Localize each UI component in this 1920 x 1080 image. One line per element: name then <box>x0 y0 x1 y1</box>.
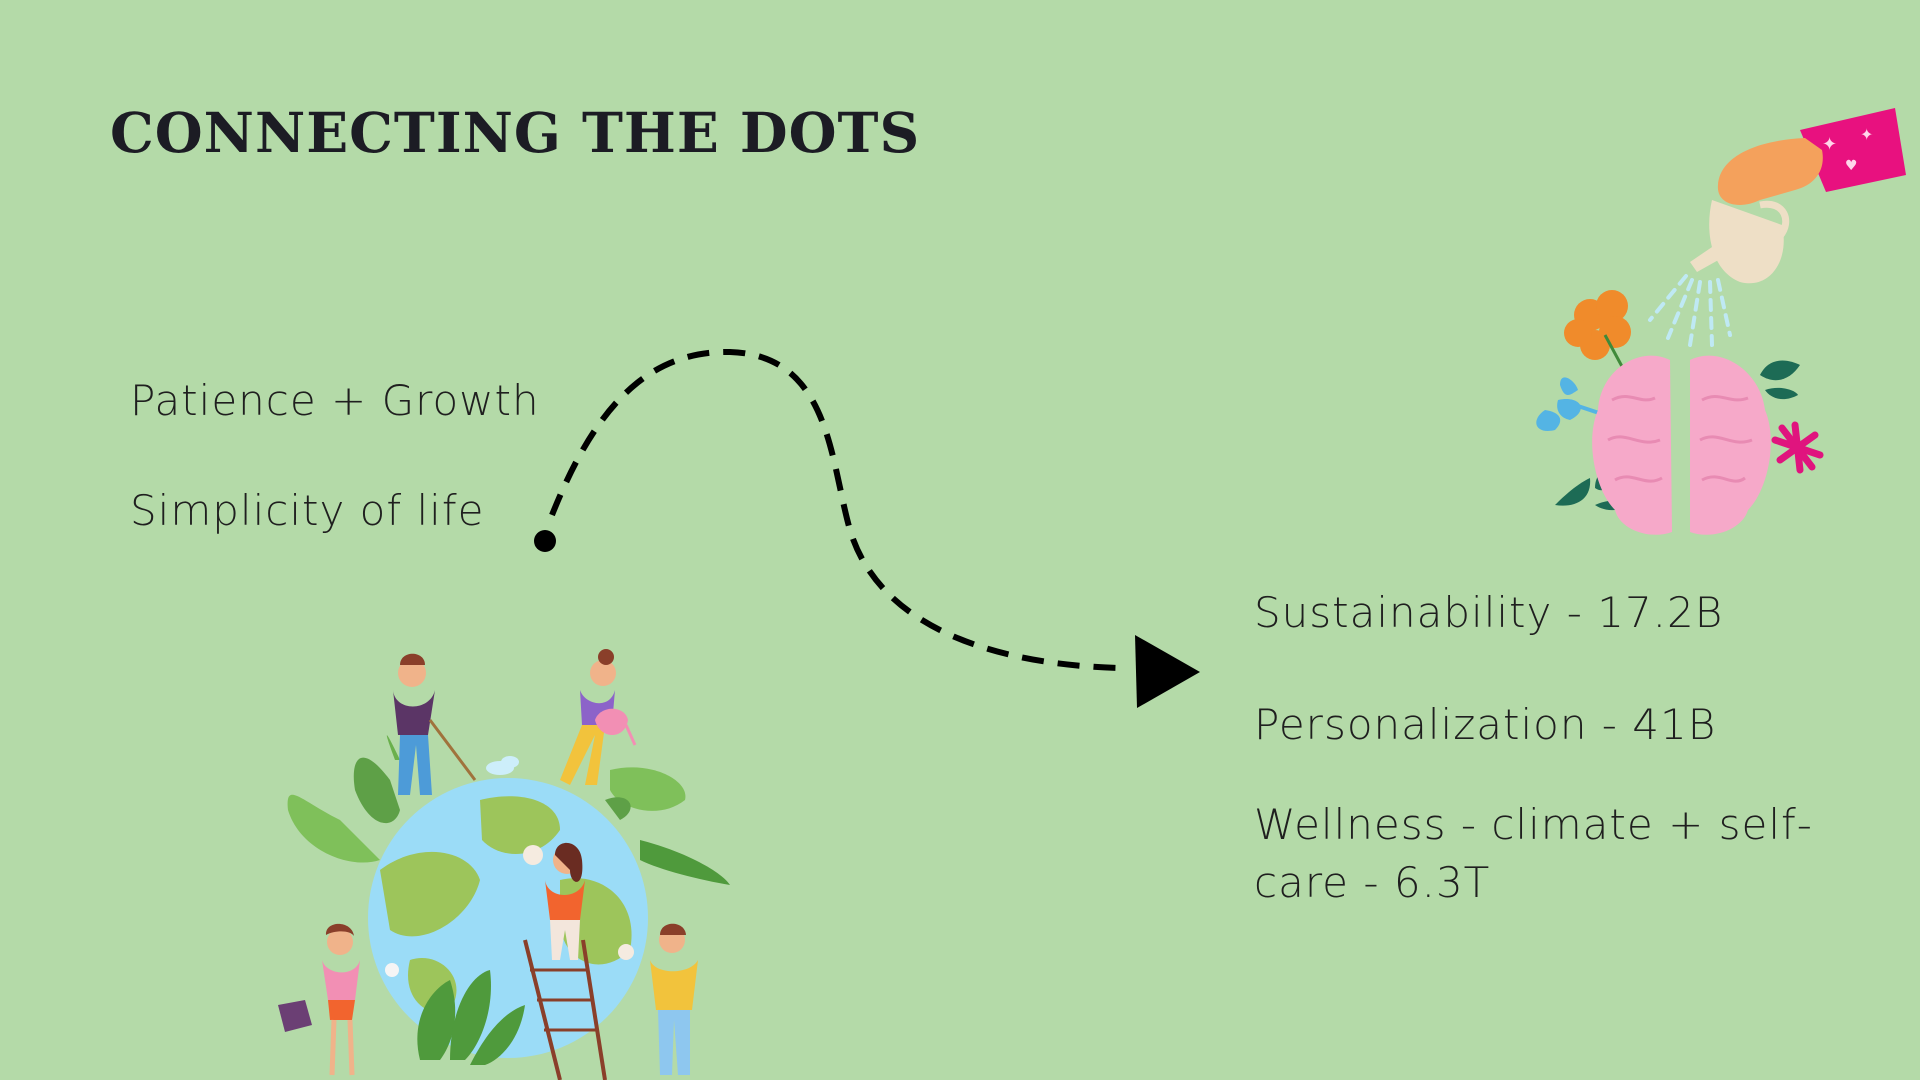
water-drops-icon <box>1648 274 1732 347</box>
sleeve-icon: ✦ ✦ ♥ <box>1800 108 1906 192</box>
person-ladder-icon <box>523 842 607 1080</box>
person-sweeping-icon <box>393 653 477 795</box>
stat-personalization: Personalization - 41B <box>1254 700 1717 749</box>
svg-text:✦: ✦ <box>1860 125 1873 144</box>
arrow-head-icon <box>1135 635 1200 708</box>
stat-wellness: Wellness - climate + self-care - 6.3T <box>1254 800 1813 907</box>
hand-icon <box>1717 138 1823 205</box>
bush-icon <box>417 970 525 1065</box>
cloud-icon <box>486 756 519 775</box>
plant-leaves-icon <box>287 735 730 885</box>
slide-title: CONNECTING THE DOTS <box>110 100 921 165</box>
orange-flower-icon <box>1564 290 1631 373</box>
person-boy-cloth-icon <box>618 923 698 1075</box>
start-dot <box>534 530 556 552</box>
person-watering-icon <box>560 649 637 785</box>
person-girl-bag-icon <box>278 923 399 1076</box>
svg-text:♥: ♥ <box>1845 158 1858 174</box>
dashed-path <box>549 348 1121 671</box>
point-simplicity-of-life: Simplicity of life <box>130 486 485 535</box>
blue-flower-icon <box>1536 377 1606 431</box>
svg-text:✦: ✦ <box>1822 134 1837 155</box>
brain-icon <box>1592 355 1771 535</box>
point-patience-growth: Patience + Growth <box>130 376 540 425</box>
stat-sustainability: Sustainability - 17.2B <box>1254 588 1724 637</box>
pink-flower-icon <box>1771 421 1824 474</box>
watering-can-icon <box>1690 200 1790 284</box>
